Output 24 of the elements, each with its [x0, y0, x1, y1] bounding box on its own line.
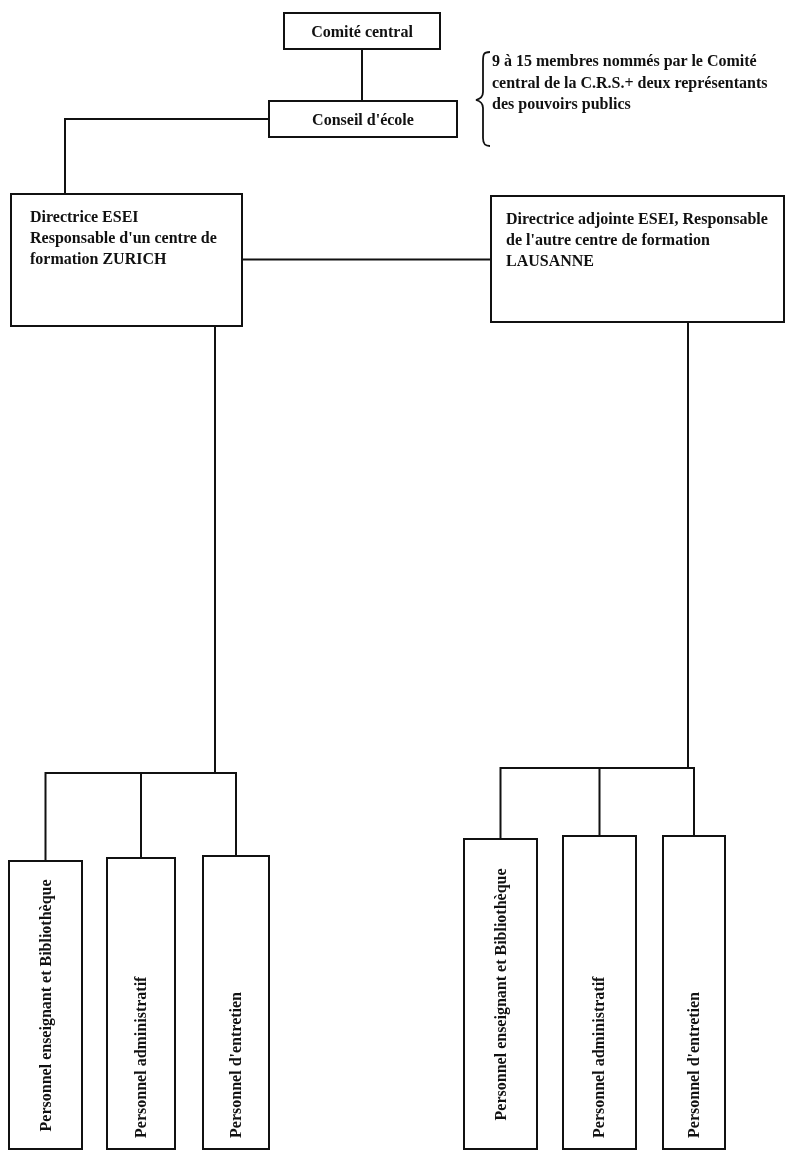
staff-box: [202, 855, 270, 1150]
box-label: Personnel enseignant et Bibliothèque: [35, 877, 56, 1134]
org-box: [283, 12, 441, 50]
box-label: Conseil d'école: [311, 110, 415, 130]
box-label: Comité central: [310, 22, 414, 42]
note-text: 9 à 15 membres nommés par le Comité central de la C.R.S.+ deux représentants des pouvoirs publics: [492, 51, 769, 115]
org-box: [10, 193, 243, 327]
box-label: Directrice adjointe ESEI, Responsable de l'autre centre de formation LAUSANNE: [506, 209, 769, 271]
connector-line: [64, 118, 269, 194]
staff-box: [463, 838, 538, 1150]
org-box: [490, 195, 785, 323]
connector-line: [361, 49, 363, 101]
staff-box: [662, 835, 726, 1150]
box-label: Personnel d'entretien: [683, 991, 703, 1138]
staff-box: [562, 835, 637, 1150]
box-label: Directrice ESEI Responsable d'un centre de formation ZURICH: [30, 207, 218, 269]
org-box: [268, 100, 458, 138]
staff-box: [8, 860, 83, 1150]
box-label: Personnel enseignant et Bibliothèque: [490, 866, 511, 1123]
staff-box: [106, 857, 176, 1150]
box-label: Personnel d'entretien: [225, 991, 245, 1138]
box-label: Personnel administratif: [589, 975, 609, 1138]
box-label: Personnel administratif: [130, 975, 150, 1138]
connector-line: [242, 258, 491, 261]
